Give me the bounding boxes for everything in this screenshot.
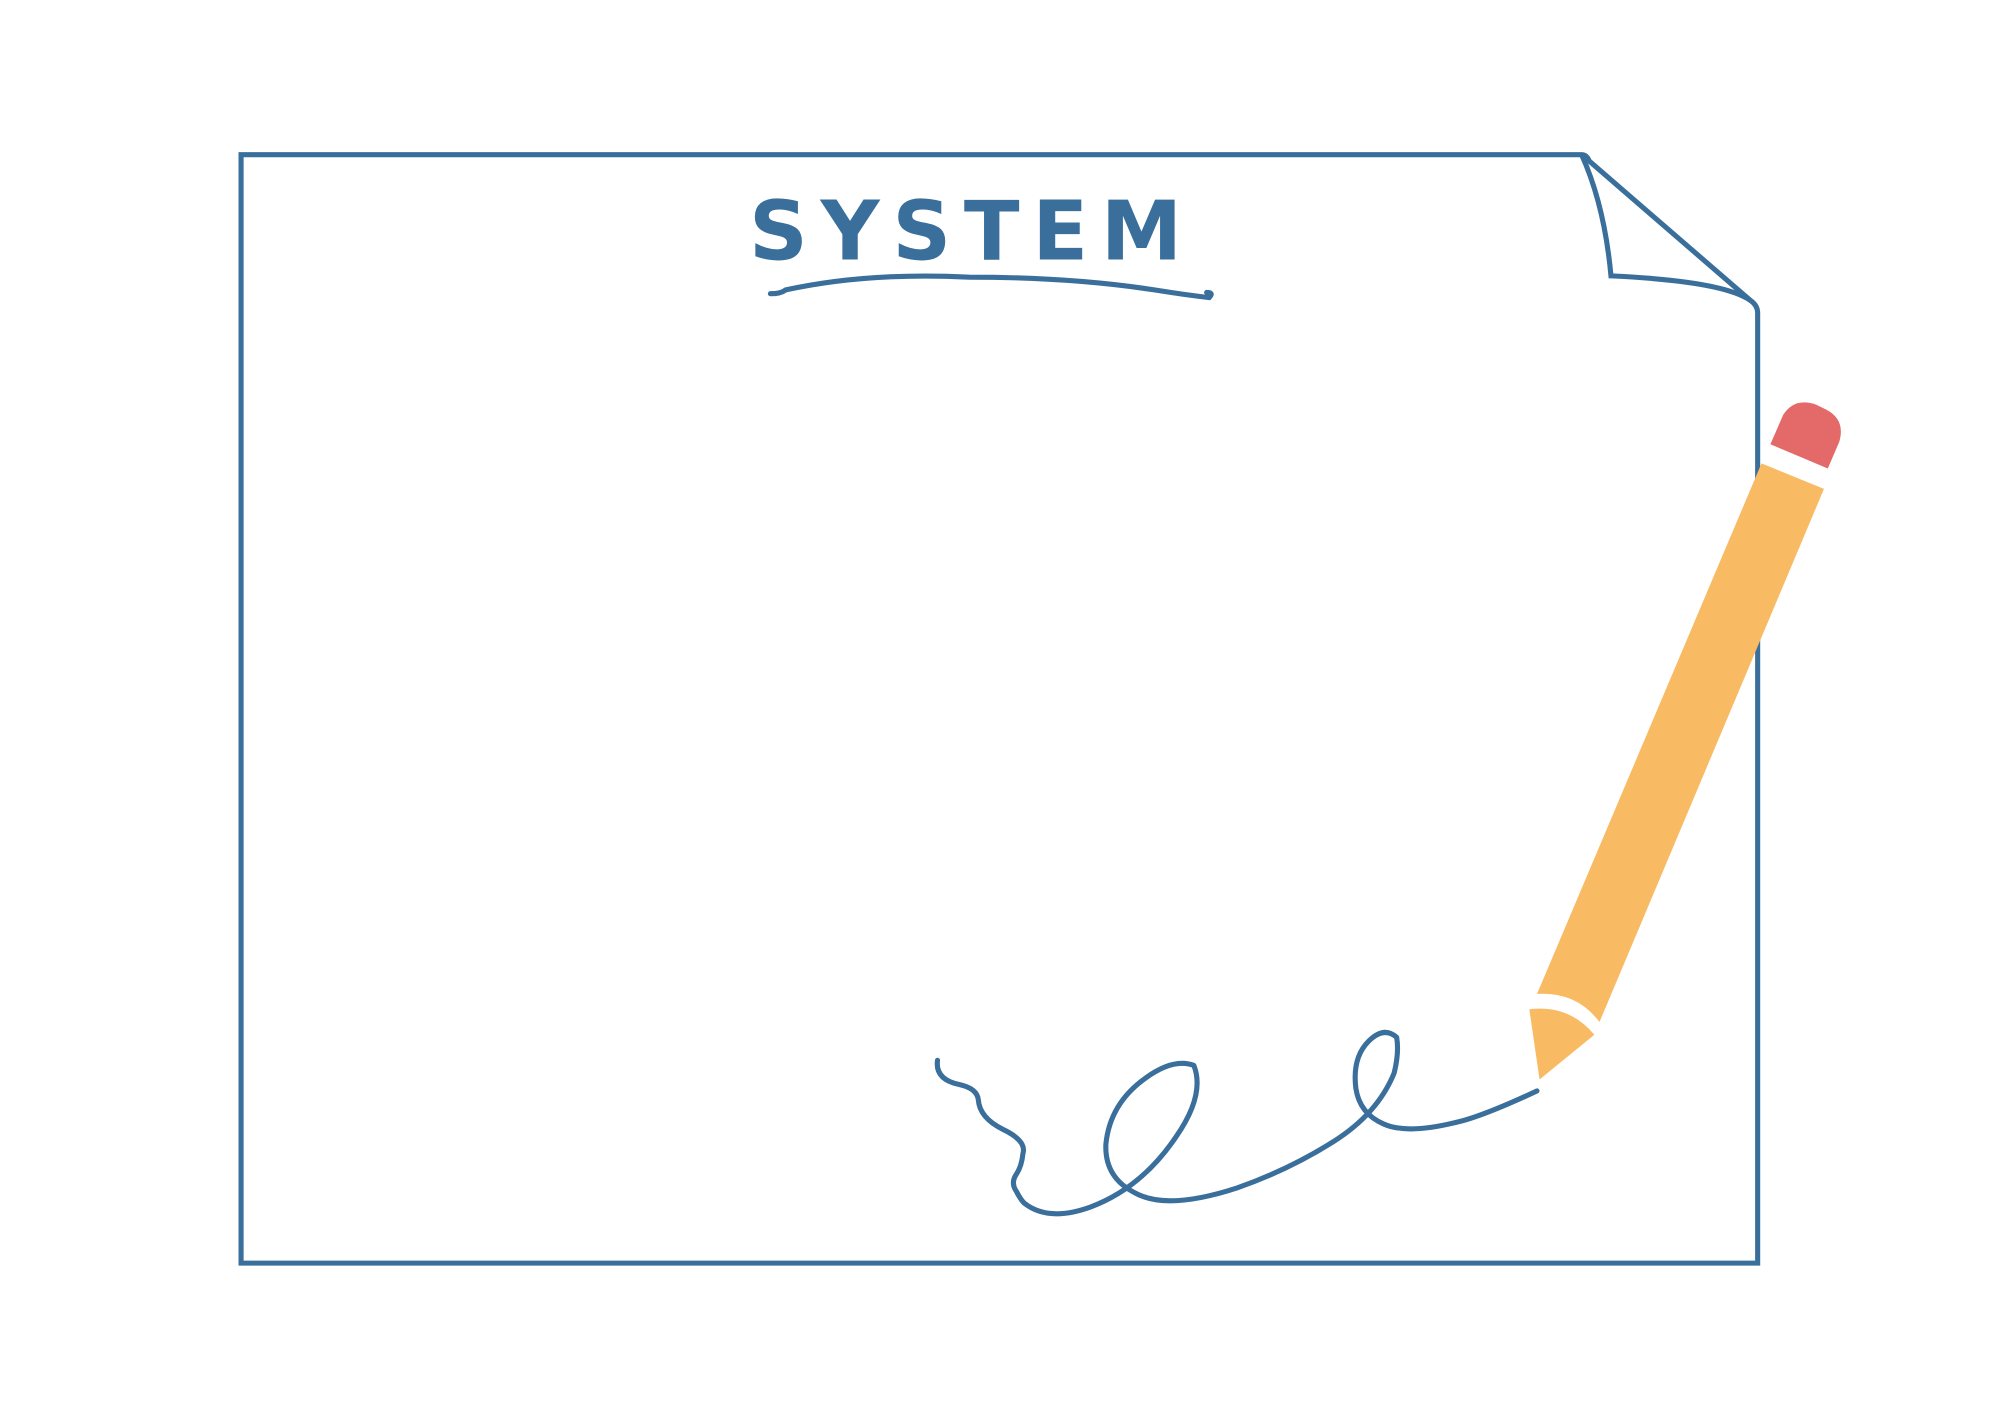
pencil-eraser [1770, 402, 1841, 469]
page-fold [1579, 153, 1752, 303]
scribble-line [934, 1029, 1540, 1217]
page-title: SYSTEM [749, 184, 1195, 279]
paper-sheet-icon [238, 152, 1761, 1266]
pencil-body [1536, 463, 1824, 1023]
pencil-tip [1529, 1008, 1595, 1080]
pencil-icon [1529, 402, 1841, 1080]
title-underline [767, 273, 1214, 301]
